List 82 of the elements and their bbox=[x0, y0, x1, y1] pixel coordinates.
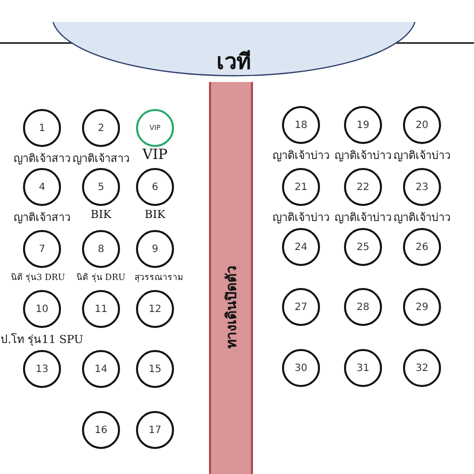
table-number: 14 bbox=[94, 364, 108, 374]
table-number: 12 bbox=[148, 304, 162, 314]
aisle-label: ทางเดินปิดตัว bbox=[223, 266, 241, 348]
table-number: 5 bbox=[98, 182, 104, 192]
table-number: 10 bbox=[36, 304, 48, 314]
table-number: 11 bbox=[94, 304, 108, 314]
table-label: นิติ รุ่น DRU bbox=[76, 272, 126, 284]
table-circle bbox=[136, 290, 174, 328]
table-circle bbox=[403, 168, 441, 206]
table-label: VIP bbox=[142, 147, 168, 163]
table-circle bbox=[344, 106, 382, 144]
table-number: 29 bbox=[416, 302, 428, 312]
table-number: 28 bbox=[356, 302, 370, 312]
table-number: 9 bbox=[152, 244, 158, 254]
table-number: 7 bbox=[38, 244, 46, 254]
table-circle bbox=[282, 288, 320, 326]
table-number: 31 bbox=[356, 362, 370, 374]
table-number: 24 bbox=[294, 242, 308, 252]
table-circle bbox=[344, 228, 382, 266]
table-number: 4 bbox=[38, 182, 46, 192]
table-circle bbox=[82, 411, 120, 449]
table-circle bbox=[23, 109, 61, 147]
table-label: ญาติเจ้าบ่าว bbox=[394, 210, 450, 226]
table-label: ญาติเจ้าสาว bbox=[14, 210, 70, 226]
table-circle bbox=[23, 168, 61, 206]
table-number: 25 bbox=[356, 242, 370, 252]
table-label: ญาติเจ้าสาว bbox=[72, 151, 130, 167]
table-circle bbox=[23, 290, 61, 328]
table-number: 16 bbox=[94, 424, 108, 436]
table-label: ญาติเจ้าบ่าว bbox=[272, 210, 330, 226]
table-number: 22 bbox=[356, 182, 370, 192]
table-label: ญาติเจ้าสาว bbox=[14, 151, 70, 167]
table-label: ญาติเจ้าบ่าว bbox=[272, 148, 330, 164]
table-number: 6 bbox=[152, 182, 158, 192]
table-circle bbox=[136, 109, 174, 147]
table-circle bbox=[82, 350, 120, 388]
table-number: 13 bbox=[36, 364, 48, 374]
table-circle bbox=[23, 350, 61, 388]
table-circle bbox=[82, 290, 120, 328]
table-label: BIK bbox=[90, 208, 112, 221]
table-number: 2 bbox=[98, 122, 104, 134]
table-circle bbox=[403, 288, 441, 326]
table-circle bbox=[23, 230, 61, 268]
table-number: 21 bbox=[294, 182, 308, 192]
table-circle bbox=[82, 168, 120, 206]
table-circle bbox=[82, 230, 120, 268]
table-circle bbox=[136, 411, 174, 449]
table-label: สุวรรณาราม bbox=[134, 272, 184, 284]
table-number: 17 bbox=[148, 424, 162, 436]
table-number: 8 bbox=[98, 244, 104, 254]
table-number: 32 bbox=[416, 362, 428, 374]
table-circle bbox=[282, 349, 320, 387]
table-circle bbox=[344, 288, 382, 326]
table-circle bbox=[136, 168, 174, 206]
table-circle bbox=[344, 168, 382, 206]
table-label: ญาติเจ้าบ่าว bbox=[394, 148, 450, 164]
table-label: ป.โท รุ่น11 SPU bbox=[0, 332, 84, 348]
table-number: 27 bbox=[294, 302, 308, 312]
table-label: ญาติเจ้าบ่าว bbox=[334, 148, 392, 164]
table-number: 20 bbox=[416, 120, 428, 130]
table-circle bbox=[282, 106, 320, 144]
table-number: 1 bbox=[38, 122, 46, 134]
table-number: 19 bbox=[356, 120, 370, 130]
table-circle bbox=[403, 228, 441, 266]
table-circle bbox=[82, 109, 120, 147]
table-label: BIK bbox=[144, 208, 166, 221]
table-circle bbox=[136, 230, 174, 268]
table-circle bbox=[344, 349, 382, 387]
table-number: 23 bbox=[416, 182, 428, 192]
table-number: 15 bbox=[148, 364, 162, 374]
table-circle bbox=[136, 350, 174, 388]
table-label: นิติ รุ่น3 DRU bbox=[10, 272, 66, 284]
stage-label: เวที bbox=[216, 49, 252, 77]
aisle-band bbox=[209, 82, 253, 474]
table-circle bbox=[403, 349, 441, 387]
table-number: 26 bbox=[416, 242, 428, 252]
table-circle bbox=[282, 228, 320, 266]
table-number: 18 bbox=[294, 120, 308, 130]
table-circle bbox=[403, 106, 441, 144]
table-number: 30 bbox=[294, 362, 308, 374]
table-circle bbox=[282, 168, 320, 206]
table-label: ญาติเจ้าบ่าว bbox=[334, 210, 392, 226]
